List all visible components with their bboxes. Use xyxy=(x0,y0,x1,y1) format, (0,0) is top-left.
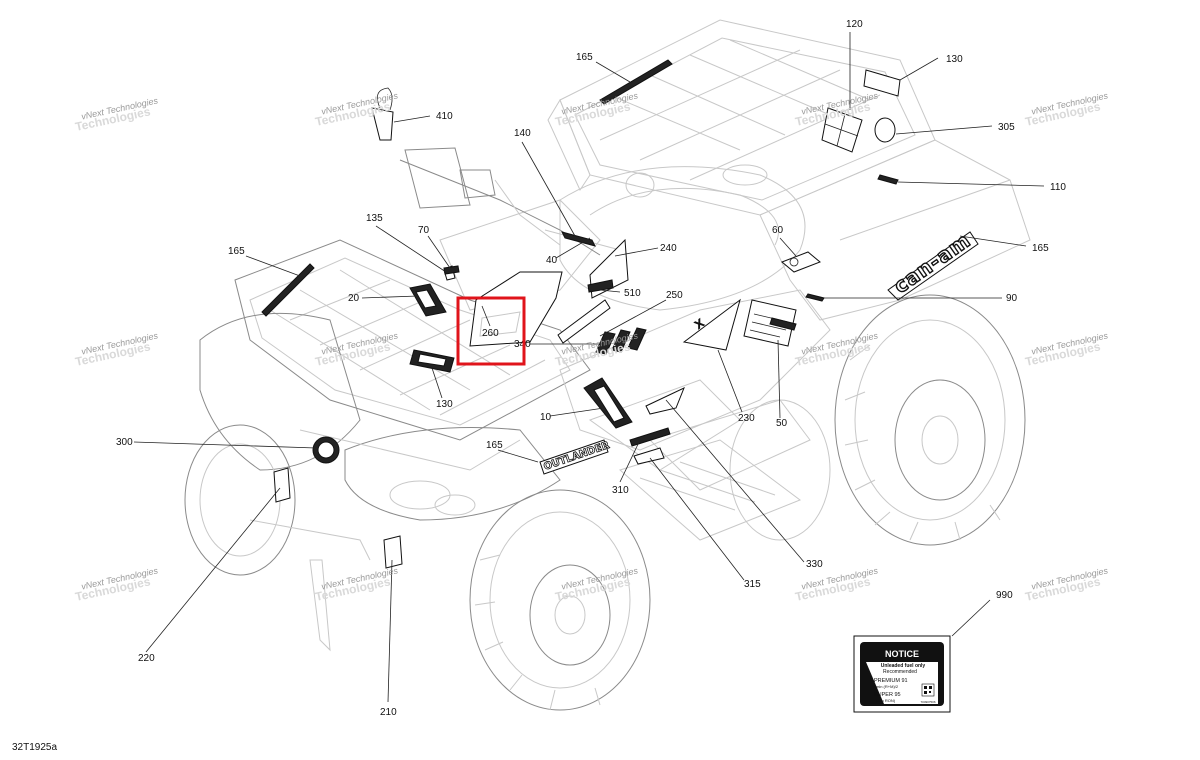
callout-315[interactable]: 315 xyxy=(744,579,761,590)
callout-300[interactable]: 300 xyxy=(116,437,133,448)
callout-90[interactable]: 90 xyxy=(1006,293,1018,304)
notice-line2: Recommended xyxy=(883,669,917,675)
notice-label: NOTICE Unleaded fuel only Recommended PR… xyxy=(853,635,951,713)
callout-140[interactable]: 140 xyxy=(514,128,531,139)
callout-410[interactable]: 410 xyxy=(436,111,453,122)
callout-305[interactable]: 305 xyxy=(998,122,1015,133)
decal-340-group xyxy=(595,327,647,355)
callout-310[interactable]: 310 xyxy=(612,485,629,496)
callout-240[interactable]: 240 xyxy=(660,243,677,254)
notice-line6: (min RON) xyxy=(876,698,896,703)
callout-120[interactable]: 120 xyxy=(846,19,863,30)
callout-165[interactable]: 165 xyxy=(576,52,593,63)
callout-165-right[interactable]: 165 xyxy=(1032,243,1049,254)
callout-165-left[interactable]: 165 xyxy=(228,246,245,257)
front-rack xyxy=(234,239,591,441)
callout-labels: 120 130 165 305 110 410 140 135 70 60 16… xyxy=(116,19,1066,718)
notice-line3: PREMIUM 91 xyxy=(874,678,908,684)
callout-165-outlander[interactable]: 165 xyxy=(486,440,503,451)
brand-decal: can-am xyxy=(889,228,975,298)
seat xyxy=(559,164,806,311)
callout-135[interactable]: 135 xyxy=(366,213,383,224)
figure-code: 32T1925a xyxy=(12,742,57,753)
callout-70[interactable]: 70 xyxy=(418,225,430,236)
callout-130-front[interactable]: 130 xyxy=(436,399,453,410)
callout-130[interactable]: 130 xyxy=(946,54,963,65)
wheels xyxy=(184,294,1026,711)
callout-210[interactable]: 210 xyxy=(380,707,397,718)
callout-110[interactable]: 110 xyxy=(1050,182,1066,193)
callout-10[interactable]: 10 xyxy=(540,412,552,423)
notice-line4: min (R+M)/2 xyxy=(876,684,899,689)
callout-220[interactable]: 220 xyxy=(138,653,155,664)
qr-code-icon xyxy=(921,683,935,697)
callout-40[interactable]: 40 xyxy=(546,255,558,266)
callout-330[interactable]: 330 xyxy=(806,559,823,570)
callout-50[interactable]: 50 xyxy=(776,418,788,429)
notice-line7: 704907506 xyxy=(920,700,935,704)
callout-230[interactable]: 230 xyxy=(738,413,755,424)
leader-lines xyxy=(133,32,1045,703)
callout-260[interactable]: 260 xyxy=(482,328,499,339)
callout-250[interactable]: 250 xyxy=(666,290,683,301)
callout-990[interactable]: 990 xyxy=(996,590,1013,601)
callout-20[interactable]: 20 xyxy=(348,293,360,304)
callout-510[interactable]: 510 xyxy=(624,288,641,299)
notice-title: NOTICE xyxy=(885,649,919,659)
callout-60[interactable]: 60 xyxy=(772,225,784,236)
notice-line1: Unleaded fuel only xyxy=(881,663,926,669)
model-decal: OUTLANDER xyxy=(542,440,611,473)
atv-drawing xyxy=(184,19,1031,711)
highlight-box xyxy=(456,296,526,366)
notice-line5: SUPER 95 xyxy=(874,692,901,698)
